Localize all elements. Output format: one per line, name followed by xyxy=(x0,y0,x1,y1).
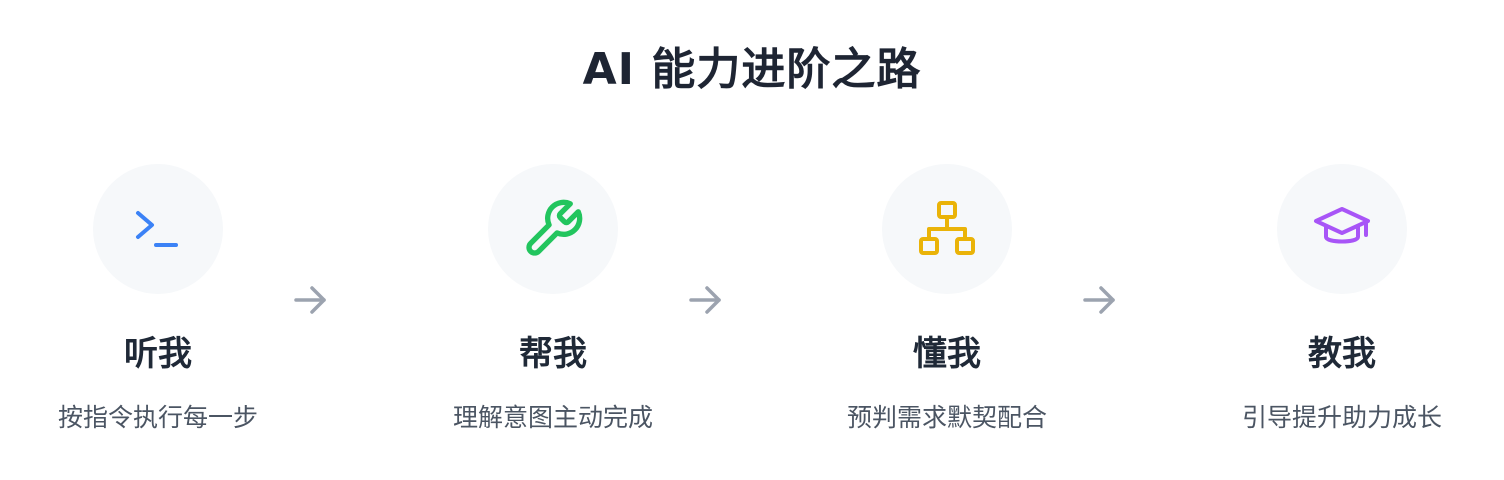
wrench-icon xyxy=(526,199,583,256)
icon-circle xyxy=(1277,164,1407,294)
icon-circle xyxy=(882,164,1012,294)
step-understand: 懂我 预判需求默契配合 xyxy=(797,164,1097,436)
icon-circle xyxy=(488,164,618,294)
step-listen: 听我 按指令执行每一步 xyxy=(8,164,308,436)
step-description: 预判需求默契配合 xyxy=(846,403,1047,432)
step-title: 教我 xyxy=(1308,334,1376,374)
step-help: 帮我 理解意图主动完成 xyxy=(403,164,703,436)
terminal-icon xyxy=(136,211,178,247)
step-title: 懂我 xyxy=(913,334,981,374)
arrow-right-icon xyxy=(689,286,721,314)
step-description: 按指令执行每一步 xyxy=(57,403,258,432)
graduation-cap-icon xyxy=(1314,207,1370,244)
hierarchy-icon xyxy=(919,201,975,255)
arrow-right-icon xyxy=(1083,286,1115,314)
step-title: 帮我 xyxy=(519,334,587,374)
step-title: 听我 xyxy=(124,334,192,374)
step-teach: 教我 引导提升助力成长 xyxy=(1192,164,1492,436)
arrow-right-icon xyxy=(294,286,326,314)
icon-circle xyxy=(93,164,223,294)
step-description: 理解意图主动完成 xyxy=(452,403,653,432)
page-title: AI 能力进阶之路 xyxy=(582,44,922,95)
step-description: 引导提升助力成长 xyxy=(1241,403,1442,432)
